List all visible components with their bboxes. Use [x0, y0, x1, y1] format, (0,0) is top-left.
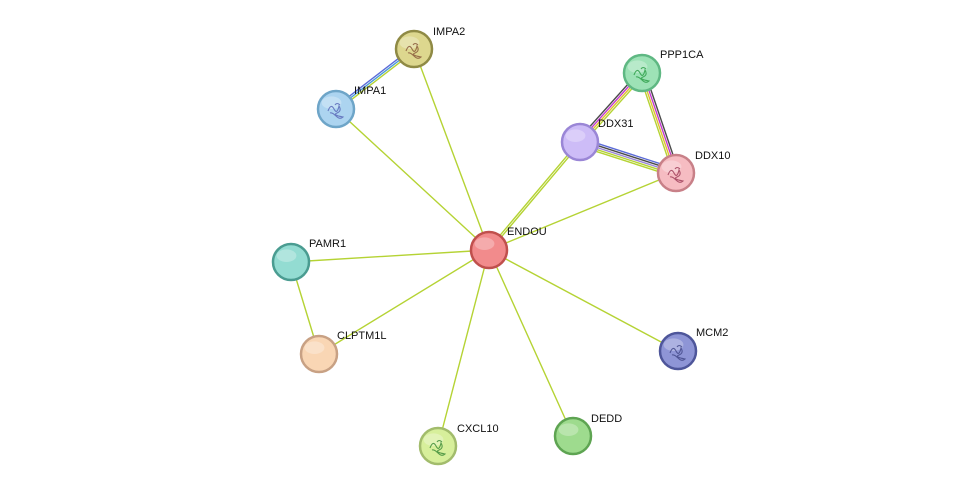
node-pamr1[interactable]: PAMR1 — [271, 238, 346, 282]
node-highlight — [304, 341, 325, 355]
node-circle — [658, 331, 698, 371]
node-highlight — [661, 160, 682, 173]
node-highlight — [565, 129, 586, 142]
node-circle — [553, 416, 593, 456]
edge-strand — [335, 108, 490, 251]
edge-endou-ddx31[interactable] — [487, 140, 582, 252]
protein-structure-icon — [429, 439, 447, 456]
node-circle — [271, 242, 311, 282]
edge-strand — [488, 172, 677, 251]
edge-endou-mcm2[interactable] — [488, 249, 679, 352]
node-impa2[interactable]: IMPA2 — [394, 26, 465, 69]
node-label: CLPTM1L — [337, 330, 387, 342]
protein-structure-icon — [667, 166, 685, 183]
node-label: DDX10 — [695, 150, 730, 162]
edge-endou-ddx10[interactable] — [488, 172, 677, 251]
node-highlight — [276, 249, 297, 262]
node-label: CXCL10 — [457, 423, 499, 435]
node-circle — [418, 426, 458, 466]
edge-strand — [290, 249, 490, 263]
node-highlight — [627, 60, 648, 73]
node-label: MCM2 — [696, 327, 728, 339]
protein-structure-icon — [633, 66, 651, 83]
edge-strand — [487, 140, 580, 251]
node-label: IMPA1 — [354, 85, 386, 97]
edge-endou-impa1[interactable] — [335, 108, 490, 251]
node-label: DDX31 — [598, 118, 633, 130]
edge-endou-clptm1l[interactable] — [318, 249, 490, 355]
node-impa1[interactable]: IMPA1 — [316, 85, 386, 129]
edge-strand — [488, 249, 679, 352]
protein-structure-icon — [327, 102, 345, 119]
node-highlight — [399, 36, 420, 49]
node-circle — [299, 334, 339, 374]
node-highlight — [321, 96, 342, 109]
node-dedd[interactable]: DEDD — [553, 413, 622, 456]
node-highlight — [558, 423, 579, 437]
node-label: DEDD — [591, 413, 622, 425]
node-label: PPP1CA — [660, 49, 704, 61]
node-ddx31[interactable]: DDX31 — [560, 118, 633, 162]
protein-structure-icon — [669, 344, 687, 361]
node-circle — [394, 29, 434, 69]
node-mcm2[interactable]: MCM2 — [658, 327, 728, 371]
node-circle — [316, 89, 356, 129]
edge-strand — [488, 249, 574, 437]
node-clptm1l[interactable]: CLPTM1L — [299, 330, 387, 374]
node-label: PAMR1 — [309, 238, 346, 250]
edge-strand — [413, 48, 490, 251]
edge-endou-impa2[interactable] — [413, 48, 490, 251]
node-circle — [560, 122, 600, 162]
node-label: IMPA2 — [433, 26, 465, 38]
node-highlight — [474, 237, 495, 250]
node-ddx10[interactable]: DDX10 — [656, 150, 730, 193]
edge-strand — [437, 249, 490, 447]
node-circle — [656, 153, 696, 193]
node-cxcl10[interactable]: CXCL10 — [418, 423, 499, 466]
edge-strand — [318, 249, 490, 355]
node-label: ENDOU — [507, 226, 547, 238]
node-endou[interactable]: ENDOU — [469, 226, 547, 270]
node-highlight — [423, 433, 444, 447]
edge-endou-pamr1[interactable] — [290, 249, 490, 263]
node-highlight — [663, 338, 684, 352]
node-ppp1ca[interactable]: PPP1CA — [622, 49, 704, 93]
edge-strand — [489, 141, 582, 252]
protein-structure-icon — [405, 42, 423, 59]
edge-endou-cxcl10[interactable] — [437, 249, 490, 447]
edge-endou-dedd[interactable] — [488, 249, 574, 437]
node-circle — [469, 230, 509, 270]
node-circle — [622, 53, 662, 93]
